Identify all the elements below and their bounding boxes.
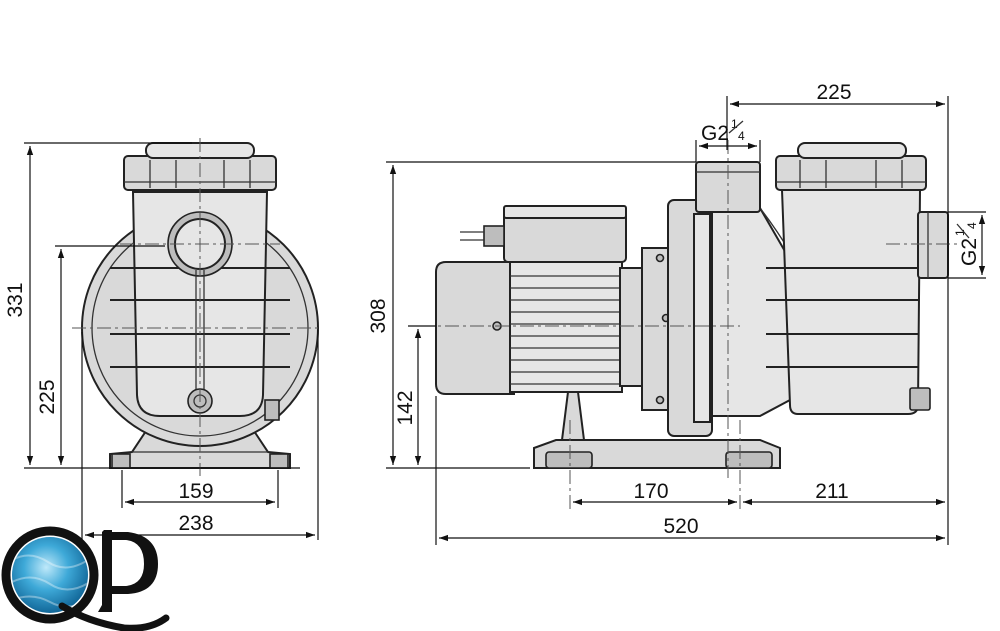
front-view: 225 308 142 170 211 520 G2 1 4 G2 1 4 (367, 81, 986, 545)
dim-159-label: 159 (178, 480, 213, 503)
front-view-strainer-ribs (766, 267, 918, 368)
front-view-seal-plate (641, 247, 669, 411)
front-view-strainer-lid-ring (775, 155, 927, 191)
side-thread-den: 4 (965, 222, 979, 229)
qp-logo-q-tail (58, 602, 170, 631)
front-view-base (533, 439, 781, 469)
front-view-motor-front-flange (619, 267, 645, 387)
dim-331-label: 331 (4, 282, 27, 317)
front-view-terminal-box-lid (503, 205, 627, 219)
dim-170-label: 170 (633, 480, 668, 503)
side-view-strainer-housing (131, 191, 269, 417)
side-view-side-plug (264, 399, 280, 421)
front-view-motor-fins (510, 275, 622, 385)
dim-225-top-label: 225 (816, 81, 851, 104)
side-view: 331 225 159 238 (4, 138, 320, 540)
front-view-drain-plug (909, 387, 931, 411)
front-view-motor-end-cap (435, 261, 515, 395)
qp-logo-p (98, 530, 158, 612)
side-thread-main: G2 (958, 238, 981, 266)
dim-225-side-label: 225 (36, 379, 59, 414)
front-view-strainer-lid-cap (797, 142, 907, 159)
front-view-suction-port (917, 211, 949, 279)
front-view-motor-support (560, 391, 586, 441)
front-view-pump-casing-face (693, 213, 711, 423)
side-view-foot-right-boss (269, 453, 289, 469)
side-thread-num: 1 (953, 229, 967, 236)
front-view-strainer-housing (780, 189, 922, 415)
dim-520-label: 520 (663, 515, 698, 538)
top-thread-den: 4 (738, 129, 745, 143)
dim-211-label: 211 (815, 480, 848, 503)
qp-logo (1, 526, 170, 631)
top-thread-label: G2 1 4 (701, 117, 745, 145)
front-view-foot-right (725, 451, 773, 469)
side-view-foot-left-boss (111, 453, 131, 469)
front-view-motor-body (509, 261, 623, 393)
qp-logo-q-ring (1, 526, 99, 624)
front-view-foot-left (545, 451, 593, 469)
qp-logo-water (12, 537, 88, 613)
dim-308-label: 308 (367, 298, 390, 333)
front-view-terminal-box (503, 211, 627, 263)
front-view-discharge-port (695, 161, 761, 213)
side-thread-label: G2 1 4 (953, 222, 981, 266)
dim-238-label: 238 (178, 512, 213, 535)
front-view-cable-gland (483, 225, 505, 247)
top-thread-main: G2 (701, 122, 729, 145)
dim-142-label: 142 (394, 390, 417, 425)
top-thread-num: 1 (731, 117, 738, 131)
